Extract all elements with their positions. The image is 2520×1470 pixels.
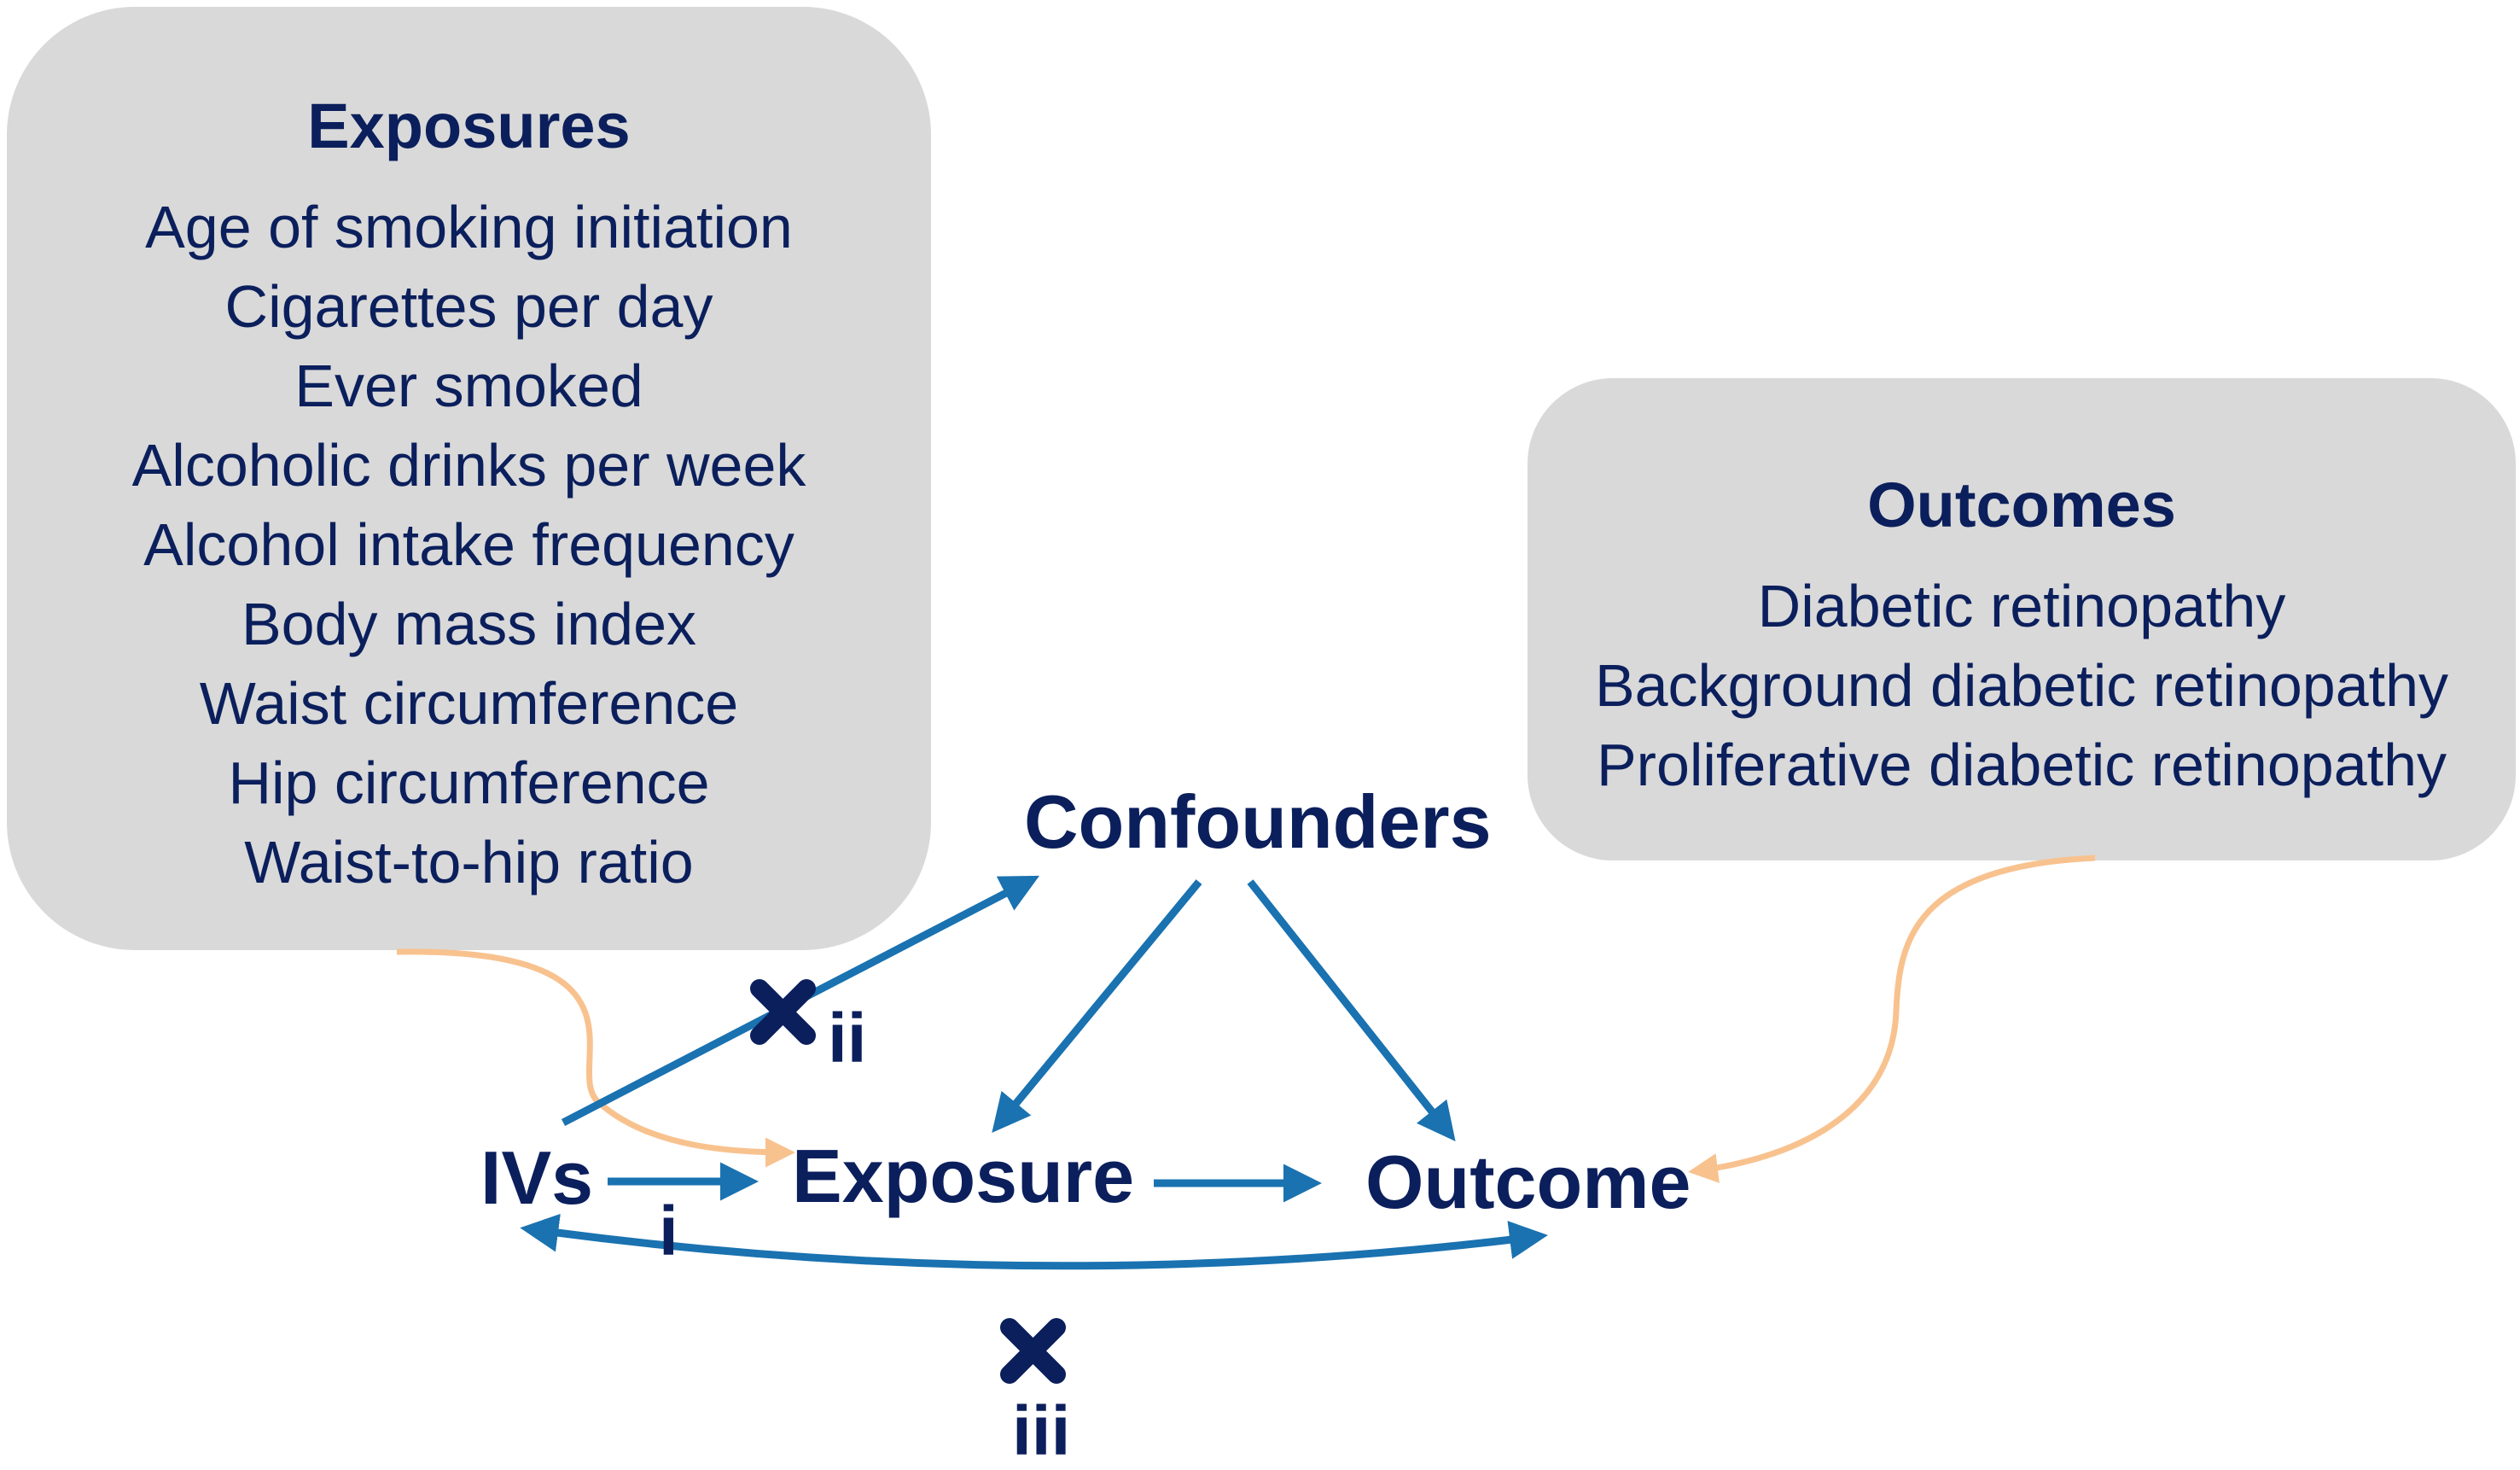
exposure-node: Exposure bbox=[792, 1134, 1135, 1218]
confounders-node: Confounders bbox=[1024, 779, 1492, 864]
outcomes-to-outcome-connector bbox=[1688, 855, 2096, 1183]
exposure-item: Age of smoking initiation bbox=[145, 194, 793, 260]
exposure-item: Ever smoked bbox=[294, 353, 643, 419]
exposure-item: Body mass index bbox=[241, 591, 697, 657]
exposure-item: Alcoholic drinks per week bbox=[131, 432, 806, 499]
ivs-node: IVs bbox=[480, 1135, 594, 1220]
exposure-item: Waist-to-hip ratio bbox=[244, 829, 694, 895]
exposure-item: Waist circumference bbox=[199, 670, 739, 737]
assumption-i-label: i bbox=[659, 1193, 678, 1270]
exposures-box: Exposures Age of smoking initiation Ciga… bbox=[7, 7, 931, 950]
outcome-node: Outcome bbox=[1365, 1140, 1691, 1224]
cross-icon bbox=[750, 979, 816, 1045]
exposures-title: Exposures bbox=[307, 90, 631, 161]
exposure-item: Alcohol intake frequency bbox=[143, 511, 794, 578]
exposure-item: Cigarettes per day bbox=[224, 273, 713, 340]
confounders-to-outcome-arrow bbox=[1247, 879, 1456, 1142]
exposure-item: Hip circumference bbox=[228, 750, 710, 816]
ivs-outcome-double-arrow bbox=[520, 1213, 1548, 1270]
assumption-ii-label: ii bbox=[828, 1000, 867, 1077]
outcomes-title: Outcomes bbox=[1867, 470, 2176, 540]
outcome-item: Proliferative diabetic retinopathy bbox=[1596, 732, 2447, 798]
exposures-to-exposure-connector bbox=[396, 948, 795, 1168]
cross-icon bbox=[1000, 1318, 1066, 1384]
outcomes-box: Outcomes Diabetic retinopathy Background… bbox=[1528, 378, 2516, 860]
outcome-item: Background diabetic retinopathy bbox=[1594, 652, 2449, 719]
outcome-item: Diabetic retinopathy bbox=[1757, 573, 2286, 639]
confounders-to-exposure-arrow bbox=[992, 879, 1202, 1133]
assumption-iii-label: iii bbox=[1012, 1392, 1071, 1470]
